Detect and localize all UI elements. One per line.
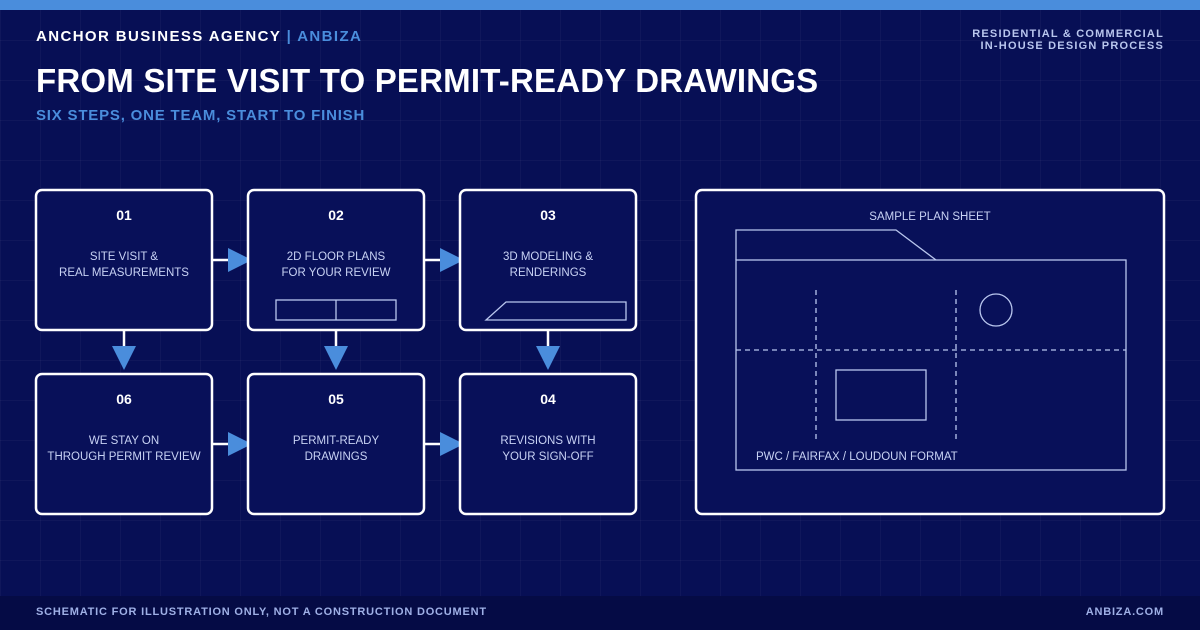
step-box [246,188,426,332]
step-label-line-2: RENDERINGS [510,267,587,279]
tagline: RESIDENTIAL & COMMERCIAL IN-HOUSE DESIGN… [972,28,1164,52]
arrow-01-02 [228,248,252,272]
step-number: 05 [328,391,344,407]
step-label-line-1: REVISIONS WITH [500,435,595,447]
step-label-line-1: WE STAY ON [89,435,159,447]
connectors [112,248,560,456]
page-title: FROM SITE VISIT TO PERMIT-READY DRAWINGS [36,62,819,99]
tagline-line-1: RESIDENTIAL & COMMERCIAL [972,28,1164,40]
step-04: 04 REVISIONS WITH YOUR SIGN-OFF [458,372,638,516]
step-label-line-1: 2D FLOOR PLANS [287,251,386,263]
arrow-02-03 [440,248,464,272]
step-label-line-2: REAL MEASUREMENTS [59,267,189,279]
step-number: 04 [540,391,556,407]
step-05: 05 PERMIT-READY DRAWINGS [246,372,426,516]
step-number: 02 [328,207,344,223]
step-label-line-2: YOUR SIGN-OFF [502,451,593,463]
3d-model-icon [484,301,627,321]
plan-roof-tab [735,229,937,261]
step-label-line-2: FOR YOUR REVIEW [281,267,390,279]
plan-drawing [735,229,1127,471]
sheet-frame [694,188,1166,516]
step-06: 06 WE STAY ON THROUGH PERMIT REVIEW [34,372,214,516]
step-number: 06 [116,391,132,407]
top-accent-bar [0,0,1200,10]
arrow-05-04 [440,432,464,456]
sheet-caption: PWC / FAIRFAX / LOUDOUN FORMAT [756,451,958,463]
plan-circle-fixture [979,293,1013,327]
step-label-line-2: DRAWINGS [305,451,368,463]
arrow-03-04 [536,346,560,370]
brand-header: ANCHOR BUSINESS AGENCY | ANBIZA [36,28,362,45]
step-box [34,372,214,516]
step-label-line-1: 3D MODELING & [503,251,593,263]
step-03: 03 3D MODELING & RENDERINGS [458,188,638,332]
step-label-line-2: THROUGH PERMIT REVIEW [47,451,200,463]
brand-short-name: ANBIZA [297,28,363,45]
footer-bar: SCHEMATIC FOR ILLUSTRATION ONLY, NOT A C… [0,596,1200,630]
step-01: 01 SITE VISIT & REAL MEASUREMENTS [34,188,214,332]
arrow-06-05 [228,432,252,456]
footer-site-link[interactable]: ANBIZA.COM [1085,606,1164,618]
sheet-title: SAMPLE PLAN SHEET [869,211,990,223]
brand-name: ANCHOR BUSINESS AGENCY [36,28,281,45]
tagline-line-2: IN-HOUSE DESIGN PROCESS [980,40,1164,52]
step-label-line-1: SITE VISIT & [90,251,158,263]
sample-plan-sheet: SAMPLE PLAN SHEET PWC / FAIRFAX / LOUDOU… [694,188,1166,516]
plan-outline [735,259,1127,471]
brand-separator: | [286,28,293,45]
footer-disclaimer: SCHEMATIC FOR ILLUSTRATION ONLY, NOT A C… [36,606,487,618]
step-box [458,372,638,516]
step-box [246,372,426,516]
plan-room-rect [835,369,927,421]
step-number: 01 [116,207,132,223]
step-box [34,188,214,332]
step-02: 02 2D FLOOR PLANS FOR YOUR REVIEW [246,188,426,332]
page-subtitle: SIX STEPS, ONE TEAM, START TO FINISH [36,107,366,124]
step-box [458,188,638,332]
floor-plan-icon [275,299,397,321]
step-label-line-1: PERMIT-READY [293,435,380,447]
arrow-01-06 [112,346,136,370]
step-number: 03 [540,207,556,223]
arrow-02-05 [324,346,348,370]
